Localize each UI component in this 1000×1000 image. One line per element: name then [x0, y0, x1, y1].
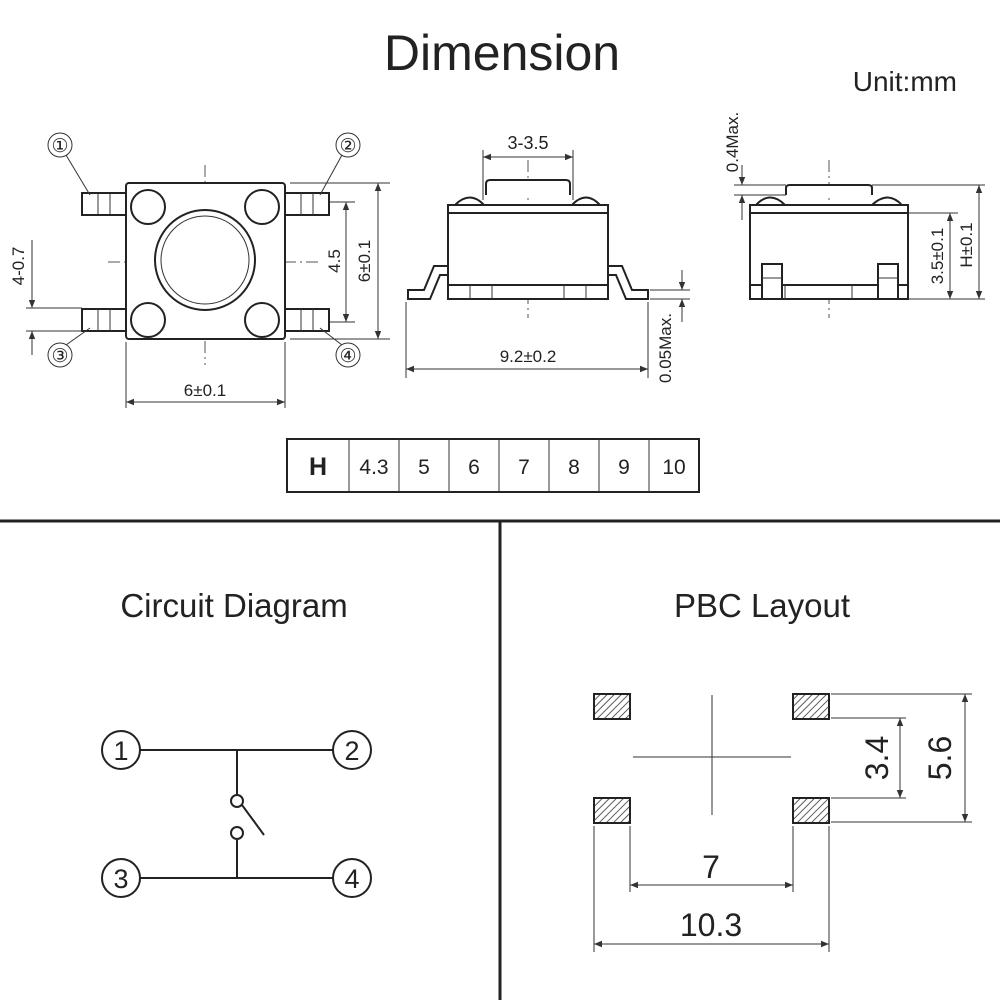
circuit-schematic: [101, 730, 372, 898]
pcb-pad: [593, 693, 631, 720]
dim-actuator-label: 3-3.5: [507, 133, 548, 153]
pcb-dim-outer-x: 10.3: [680, 907, 742, 943]
table-cell: 10: [662, 456, 685, 479]
dim-body-height-label: 3.5±0.1: [928, 228, 947, 285]
side-view-drawing: [405, 150, 690, 378]
dim-gap-label: 0.4Max.: [723, 112, 742, 172]
top-view-drawing: [26, 132, 390, 408]
table-cell: 8: [568, 456, 580, 479]
table-cell: 4.3: [359, 456, 388, 479]
pcb-title: PBC Layout: [674, 587, 850, 624]
dim-total-height-label: H±0.1: [957, 222, 976, 267]
height-table: H 4.3 5 6 7 8 9 10: [286, 438, 700, 493]
table-cell: 7: [518, 456, 530, 479]
pcb-pad: [593, 797, 631, 824]
pcb-dim-inner-y: 3.4: [859, 736, 895, 780]
pcb-dim-inner-x: 7: [702, 849, 720, 885]
pin-4-label: ④: [339, 346, 356, 367]
pin-1-label: ①: [51, 136, 68, 157]
pcb-dim-outer-y: 5.6: [922, 736, 958, 780]
pin-2-label: ②: [339, 136, 356, 157]
pcb-layout-drawing: [593, 693, 972, 952]
dim-width-label: 6±0.1: [184, 381, 226, 400]
dim-pitch-label: 4.5: [325, 249, 344, 273]
table-cell: 6: [468, 456, 480, 479]
pcb-pad: [792, 797, 830, 824]
end-view-drawing: [734, 160, 985, 318]
dim-pin-width-label: 4-0.7: [9, 247, 28, 286]
terminal-2-label: 2: [344, 736, 359, 766]
pin-3-label: ③: [51, 346, 68, 367]
dim-height-label: 6±0.1: [355, 240, 374, 282]
table-header-cell: H: [309, 453, 327, 481]
table-cell: 5: [418, 456, 430, 479]
pcb-pad: [792, 693, 830, 720]
dim-lead-label: 0.05Max.: [656, 313, 675, 383]
dim-length-label: 9.2±0.2: [500, 347, 557, 366]
page-title: Dimension: [384, 25, 620, 81]
terminal-4-label: 4: [344, 864, 359, 894]
terminal-3-label: 3: [113, 864, 128, 894]
unit-label: Unit:mm: [853, 66, 957, 97]
table-cell: 9: [618, 456, 630, 479]
circuit-title: Circuit Diagram: [120, 587, 347, 624]
terminal-1-label: 1: [113, 736, 128, 766]
